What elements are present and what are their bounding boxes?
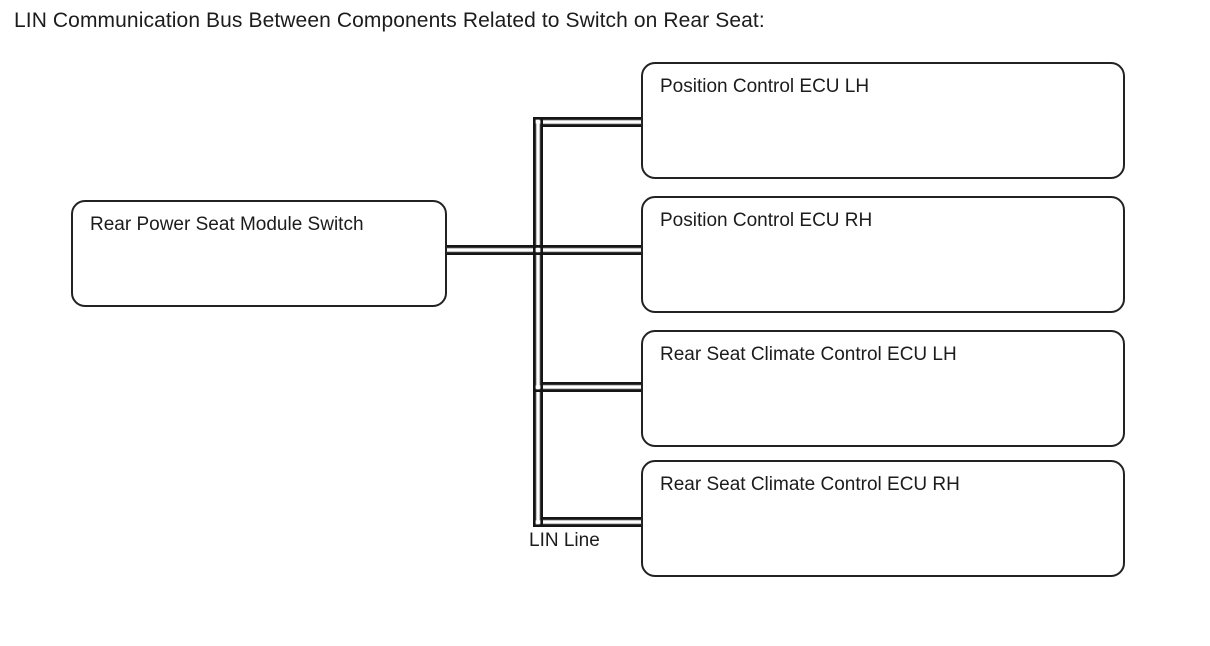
node-label: Rear Seat Climate Control ECU LH: [660, 344, 957, 365]
bus-core-layer: [447, 117, 641, 527]
node-label: Rear Power Seat Module Switch: [90, 214, 364, 235]
bus-inner-gap-layer: [443, 118, 645, 528]
lin-line-label: LIN Line: [529, 530, 600, 551]
node-rear-power-seat-module-switch[interactable]: Rear Power Seat Module Switch: [71, 200, 447, 307]
page-title: LIN Communication Bus Between Components…: [14, 9, 765, 32]
bus-shadow-layer: [447, 118, 641, 526]
node-label: Rear Seat Climate Control ECU RH: [660, 474, 960, 495]
node-rear-seat-climate-control-ecu-rh[interactable]: Rear Seat Climate Control ECU RH: [641, 460, 1125, 577]
node-position-control-ecu-rh[interactable]: Position Control ECU RH: [641, 196, 1125, 313]
node-label: Position Control ECU RH: [660, 210, 873, 231]
node-label: Position Control ECU LH: [660, 76, 870, 97]
node-rear-seat-climate-control-ecu-lh[interactable]: Rear Seat Climate Control ECU LH: [641, 330, 1125, 447]
node-position-control-ecu-lh[interactable]: Position Control ECU LH: [641, 62, 1125, 179]
